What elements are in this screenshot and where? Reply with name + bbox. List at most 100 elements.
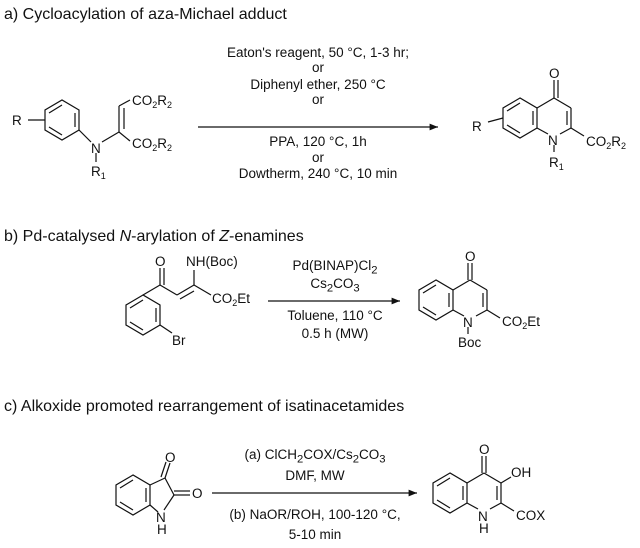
sub: 3 xyxy=(379,453,386,466)
cond-b-base-text: Cs xyxy=(310,276,327,291)
bond xyxy=(469,279,488,291)
cond-b-catalyst: Pd(BINAP)Cl2 xyxy=(265,258,405,277)
r-bond xyxy=(487,117,504,123)
cond-c-solvent: DMF, MW xyxy=(285,468,345,483)
bond xyxy=(119,479,134,489)
bond xyxy=(475,309,488,317)
sm-a-r: R xyxy=(12,113,22,128)
sm-a-r1: R1 xyxy=(91,164,106,181)
product-b-structure xyxy=(418,263,501,334)
ester-bond xyxy=(193,284,212,296)
sub: 2 xyxy=(296,453,304,466)
product-a-structure xyxy=(487,80,585,152)
cond-c-reagent: (a) ClCH2COX/Cs2CO3 xyxy=(190,447,440,466)
n-bond xyxy=(78,129,92,143)
bond xyxy=(129,299,144,309)
bond xyxy=(536,127,549,135)
product-b-benzo-ring xyxy=(418,279,454,321)
n-c-bond xyxy=(101,131,120,143)
product-b-o: O xyxy=(465,249,476,264)
bond xyxy=(149,477,166,486)
sub: 2 xyxy=(371,264,378,277)
alkene-bond-2 xyxy=(179,290,195,300)
sm-c-isatin-structure xyxy=(115,461,190,516)
bond xyxy=(48,126,63,136)
sm-a-benzene-ring xyxy=(44,99,80,141)
cond-c-text: COX/Cs xyxy=(303,447,353,462)
sm-b-co2et: CO2Et xyxy=(212,291,250,308)
sub: 2 xyxy=(326,282,334,295)
bond xyxy=(422,306,437,316)
co2r2-bond xyxy=(570,127,585,137)
heading-b-part: -arylation of xyxy=(131,228,220,245)
bond xyxy=(149,504,159,513)
alkene-bond xyxy=(176,284,195,296)
sub: 3 xyxy=(353,282,360,295)
bond xyxy=(163,494,175,511)
bond xyxy=(466,472,485,484)
product-c-h: H xyxy=(479,521,489,536)
bond xyxy=(119,501,134,511)
co-bond xyxy=(164,462,171,479)
section-c-heading: c) Alkoxide promoted rearrangement of is… xyxy=(4,398,405,415)
co-bond-2 xyxy=(160,461,167,478)
sm-c-h: H xyxy=(157,522,167,537)
bond xyxy=(466,502,479,510)
product-c-n: N xyxy=(478,509,488,524)
bond xyxy=(436,499,451,509)
bond xyxy=(164,477,175,496)
bond xyxy=(48,104,63,114)
product-a-n: N xyxy=(548,133,558,148)
cond-c-base: (b) NaOR/ROH, 100-120 °C, xyxy=(229,507,401,522)
cond-a-or-3: or xyxy=(311,150,324,165)
bond xyxy=(118,131,131,142)
sm-b-o: O xyxy=(155,254,166,269)
bond xyxy=(129,321,144,331)
bond xyxy=(536,97,555,109)
product-c-cox: COX xyxy=(516,508,545,523)
sm-c-o1: O xyxy=(165,450,176,465)
cond-a-2: Diphenyl ether, 250 °C xyxy=(250,77,386,92)
cond-b-cat-text: Pd(BINAP)Cl xyxy=(292,258,372,273)
oh-bond xyxy=(500,476,512,484)
bond xyxy=(159,284,178,296)
cond-b-base-text: CO xyxy=(333,276,354,291)
product-b-n: N xyxy=(463,315,473,330)
product-b-co2et: CO2Et xyxy=(502,314,540,331)
bond xyxy=(118,99,131,107)
bond xyxy=(489,502,502,510)
section-a-heading: a) Cycloacylation of aza-Michael adduct xyxy=(4,6,287,23)
product-a-benzo-ring xyxy=(502,97,538,139)
product-c-o: O xyxy=(479,442,490,457)
sm-c-n: N xyxy=(156,510,166,525)
cond-a-or-1: or xyxy=(311,60,324,75)
product-a-r1: R1 xyxy=(549,155,564,172)
sub: 2 xyxy=(352,453,360,466)
cond-c-text: CO xyxy=(359,447,380,462)
cond-b-base: Cs2CO3 xyxy=(265,276,405,295)
cond-c-time: 5-10 min xyxy=(288,527,342,542)
bond xyxy=(506,124,521,134)
cox-bond xyxy=(500,502,515,512)
heading-b-italic-z: Z xyxy=(219,228,229,245)
cond-a-4: Dowtherm, 240 °C, 10 min xyxy=(238,166,398,181)
bond xyxy=(559,127,572,135)
product-a-co2r2: CO2R2 xyxy=(586,134,626,151)
product-b-boc: Boc xyxy=(458,335,482,350)
product-a-r: R xyxy=(472,119,482,134)
bond xyxy=(436,477,451,487)
cond-c-text: (a) ClCH xyxy=(244,447,297,462)
ester-bond xyxy=(486,309,501,319)
sm-c-benzene-ring xyxy=(115,474,151,516)
bond xyxy=(506,102,521,112)
sm-a-co2r2-bottom: CO2R2 xyxy=(132,136,172,153)
bond xyxy=(452,279,471,291)
cond-b-solvent: Toluene, 110 °C xyxy=(287,308,383,323)
bond xyxy=(142,284,161,296)
bond xyxy=(483,472,502,484)
cond-a-3: PPA, 120 °C, 1h xyxy=(269,134,367,149)
cond-a-1: Eaton's reagent, 50 °C, 1-3 hr; xyxy=(226,45,410,60)
heading-b-part: b) Pd-catalysed xyxy=(4,228,120,245)
bond xyxy=(422,284,437,294)
